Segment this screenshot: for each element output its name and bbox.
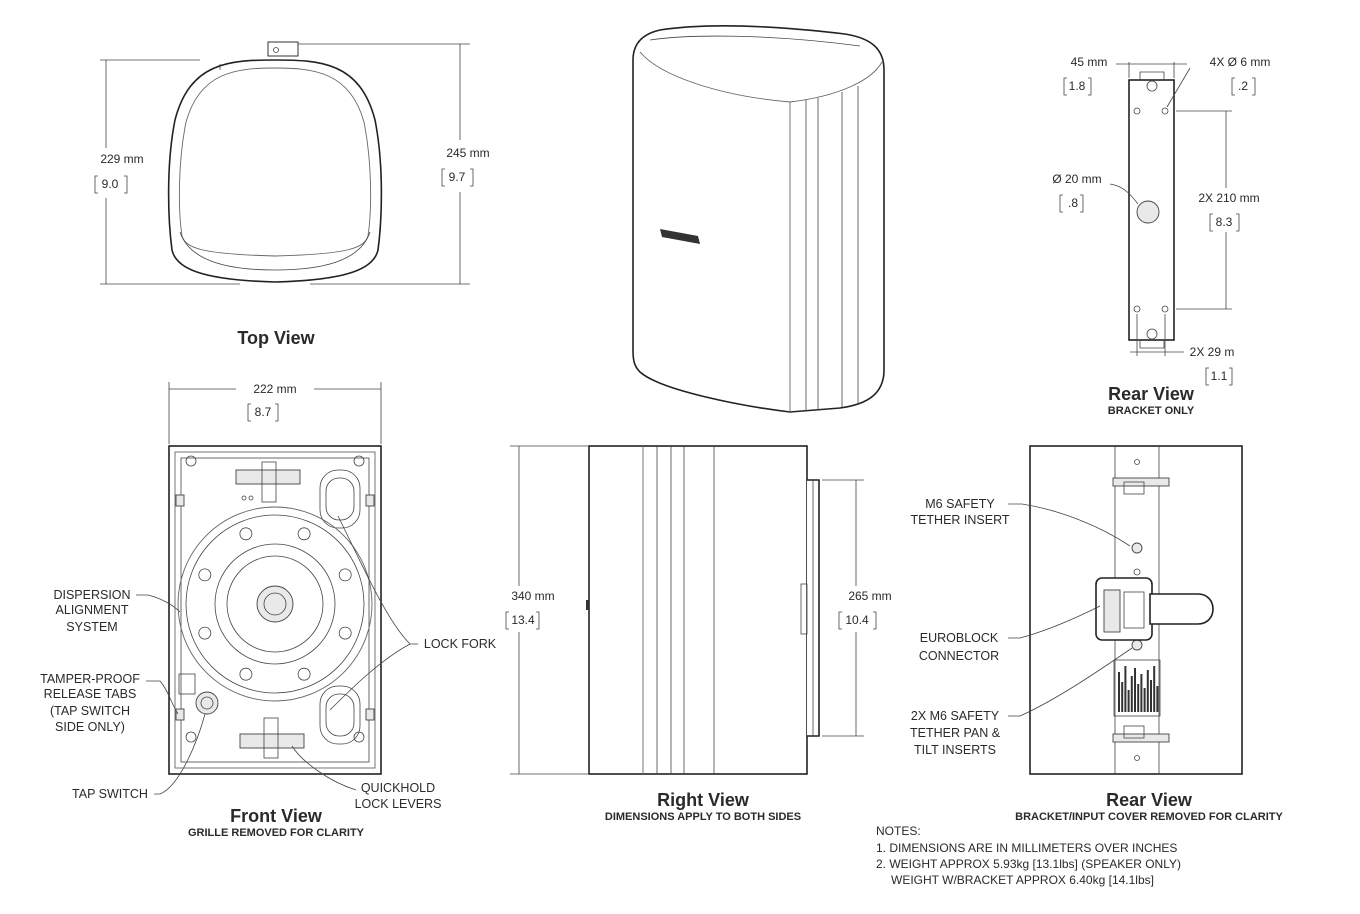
barcode-bar [1121,682,1124,712]
rear-bracket-view: 45 mm 1.8 4X Ø 6 mm .2 Ø 20 mm .8 2X 210… [1052,55,1270,417]
driver-bolts [198,527,352,681]
callout-tamper-1: TAMPER-PROOF [40,672,140,686]
driver-bolt [338,626,352,640]
note-1: 1. DIMENSIONS ARE IN MILLIMETERS OVER IN… [876,841,1177,855]
bracket-width-dim-in: 1.8 [1069,79,1086,93]
top-view: 229 mm 9.0 245 mm 9.7 Top View [94,41,490,348]
front-view-title: Front View [230,806,323,826]
callout-euroblock-2: CONNECTOR [919,649,999,663]
note-3: WEIGHT W/BRACKET APPROX 6.40kg [14.1lbs] [891,873,1154,887]
barcode-bar [1118,672,1120,712]
right-view-subtitle: DIMENSIONS APPLY TO BOTH SIDES [605,811,801,823]
barcode-bar [1134,668,1136,712]
barcode-bar [1124,666,1127,712]
barcode-bar [1143,688,1146,712]
rear-view: M6 SAFETY TETHER INSERT EUROBLOCK CONNEC… [910,445,1283,823]
barcode-bar [1146,670,1149,712]
callout-quickhold-2: LOCK LEVERS [355,797,442,811]
barcode-bar [1150,680,1152,712]
callout-euroblock-1: EUROBLOCK [920,631,999,645]
callout-tamper-2: RELEASE TABS [44,687,137,701]
driver-bolt [338,568,352,582]
driver-bolt [239,527,253,541]
bracket-large-hole-dim: Ø 20 mm [1052,172,1101,186]
callout-tamper-3: (TAP SWITCH [50,704,130,718]
callout-m6-1: M6 SAFETY [925,497,995,511]
barcode-bar [1127,690,1130,712]
rear-bracket-title: Rear View [1108,384,1195,404]
right-view: 340 mm 13.4 265 mm 10.4 Right View DIMEN… [505,445,892,823]
callout-quickhold-1: QUICKHOLD [361,781,435,795]
bracket-holes-dim-in: .2 [1238,79,1248,93]
product-label-barcode [1118,666,1159,712]
top-height-dim: 245 mm [446,146,489,160]
isometric-view [632,25,885,413]
bracket-holes-dim: 4X Ø 6 mm [1210,55,1271,69]
note-2: 2. WEIGHT APPROX 5.93kg [13.1lbs] (SPEAK… [876,857,1181,871]
front-width-dim-in: 8.7 [255,405,272,419]
notes-heading: NOTES: [876,824,921,838]
callout-dispersion-2: ALIGNMENT [56,603,129,617]
barcode-bar [1140,674,1143,712]
right-height-dim: 340 mm [511,589,554,603]
barcode-bar [1156,686,1159,712]
right-inner-dim: 265 mm [848,589,891,603]
driver-bolt [239,667,253,681]
driver-bolt [198,626,212,640]
callout-pan-tilt-3: TILT INSERTS [914,743,996,757]
callout-tap-switch: TAP SWITCH [72,787,148,801]
top-depth-dim-in: 9.0 [102,177,119,191]
driver-bolt [297,527,311,541]
bracket-width-dim: 45 mm [1071,55,1108,69]
driver-bolt [198,568,212,582]
right-view-title: Right View [657,790,750,810]
right-height-dim-in: 13.4 [511,613,535,627]
bose-logo [660,229,700,244]
callout-pan-tilt-2: TETHER PAN & [910,726,1001,740]
barcode-bar [1153,666,1156,712]
callout-tamper-4: SIDE ONLY) [55,720,125,734]
barcode-bar [1137,684,1140,712]
driver-bolt [297,667,311,681]
callout-m6-2: TETHER INSERT [910,513,1009,527]
front-width-dim: 222 mm [253,382,296,396]
bracket-large-hole-dim-in: .8 [1068,196,1078,210]
bracket-small-spacing-dim-in: 1.1 [1211,369,1228,383]
callout-pan-tilt-1: 2X M6 SAFETY [911,709,1000,723]
bracket-spacing-dim-in: 8.3 [1216,215,1233,229]
callout-lock-fork: LOCK FORK [424,637,497,651]
front-view-subtitle: GRILLE REMOVED FOR CLARITY [188,827,365,839]
top-depth-dim: 229 mm [100,152,143,166]
rear-view-title: Rear View [1106,790,1193,810]
rear-bracket-subtitle: BRACKET ONLY [1108,405,1195,417]
bracket-spacing-dim: 2X 210 mm [1198,191,1259,205]
top-view-title: Top View [237,328,315,348]
bracket-small-spacing-dim: 2X 29 m [1190,345,1235,359]
callout-dispersion-3: SYSTEM [66,620,117,634]
right-inner-dim-in: 10.4 [845,613,869,627]
callout-dispersion-1: DISPERSION [53,588,130,602]
barcode-bar [1130,676,1133,712]
notes-block: NOTES: 1. DIMENSIONS ARE IN MILLIMETERS … [876,824,1181,887]
top-height-dim-in: 9.7 [449,170,466,184]
rear-view-subtitle: BRACKET/INPUT COVER REMOVED FOR CLARITY [1015,811,1283,823]
front-view: 222 mm 8.7 DISPERSION ALIGNMENT SYSTEM T… [40,382,497,839]
